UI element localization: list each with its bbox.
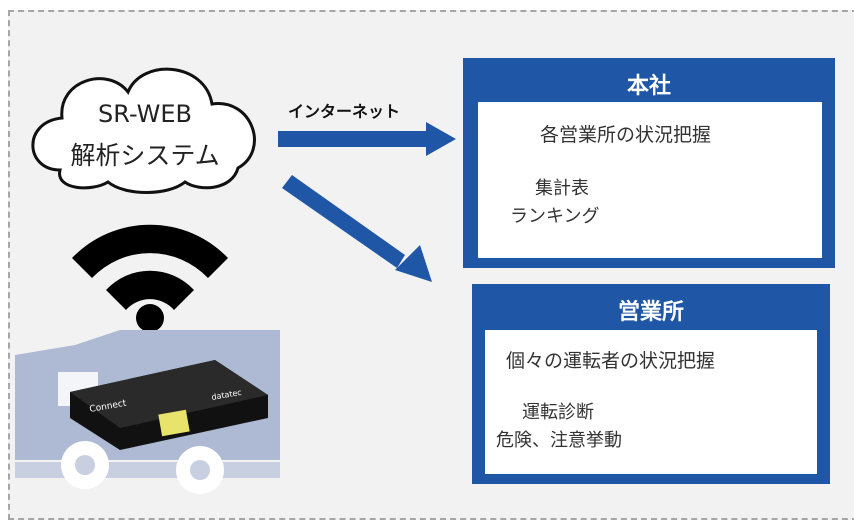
internet-label: インターネット: [288, 102, 401, 121]
sales-office-item-2: 危険、注意挙動: [496, 430, 622, 451]
head-office-subtitle: 各営業所の状況把握: [540, 124, 712, 146]
sales-office-box: 営業所: [472, 284, 830, 484]
cloud-title: SR-WEB: [98, 100, 192, 128]
sales-office-title: 営業所: [617, 300, 684, 325]
diagram-canvas: Connect datatec: [8, 10, 854, 520]
sales-office-content: [485, 330, 817, 474]
head-office-item-1: 集計表: [535, 178, 589, 199]
cloud-subtitle: 解析システム: [70, 141, 220, 170]
cloud-icon: [31, 67, 256, 194]
diagonal-arrow: [282, 175, 432, 282]
telematics-device: Connect datatec: [70, 360, 268, 450]
wifi-icon: [72, 224, 228, 332]
sales-office-item-1: 運転診断: [522, 402, 594, 423]
internet-arrow: [278, 122, 456, 156]
head-office-content: [478, 102, 822, 258]
head-office-item-2: ランキング: [510, 206, 600, 227]
sales-office-subtitle: 個々の運転者の状況把握: [506, 350, 716, 372]
head-office-box: 本社: [463, 58, 835, 268]
head-office-title: 本社: [626, 74, 671, 99]
